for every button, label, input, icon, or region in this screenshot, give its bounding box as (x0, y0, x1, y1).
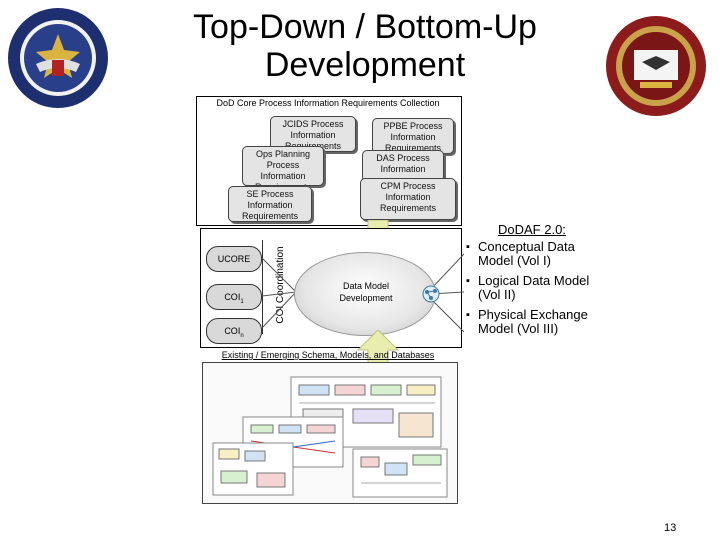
coi-item-n: COIn (206, 318, 262, 344)
network-icon (422, 285, 440, 303)
data-model-ellipse (294, 252, 436, 336)
coi-item-ucore: UCORE (206, 246, 262, 272)
coi-connectors (262, 257, 297, 329)
coi-item-1: COI1 (206, 284, 262, 310)
coi-divider (262, 240, 263, 334)
das-process-box: DAS Process Information (362, 150, 444, 182)
ops-planning-process-box: Ops Planning Process Information Require… (242, 146, 324, 186)
cpm-process-box: CPM Process Information Requirements (360, 178, 456, 220)
dodaf-bullet: Physical Exchange Model (Vol III) (466, 308, 606, 336)
dodaf-bullet: Logical Data Model (Vol II) (466, 274, 606, 302)
page-number: 13 (664, 522, 677, 534)
core-process-collection-label: DoD Core Process Information Requirement… (216, 98, 440, 108)
dodaf-bullet-list: Conceptual Data Model (Vol I) Logical Da… (466, 240, 606, 342)
ppbe-process-box: PPBE Process Information Requirements (372, 118, 454, 154)
up-arrow (356, 330, 400, 370)
schema-collage (202, 362, 458, 504)
slide-title: Top-Down / Bottom-Up Development (193, 8, 537, 84)
dod-cio-seal-icon (606, 16, 706, 116)
schema-diagram-icon (212, 376, 448, 498)
dod-seal-icon (8, 8, 108, 108)
se-process-box: SE Process Information Requirements (228, 186, 312, 222)
data-model-label: Data Model Development (339, 281, 393, 303)
dodaf-title: DoDAF 2.0: (498, 222, 566, 237)
dodaf-bullet: Conceptual Data Model (Vol I) (466, 240, 606, 268)
schema-label: Existing / Emerging Schema, Models, and … (221, 350, 435, 360)
